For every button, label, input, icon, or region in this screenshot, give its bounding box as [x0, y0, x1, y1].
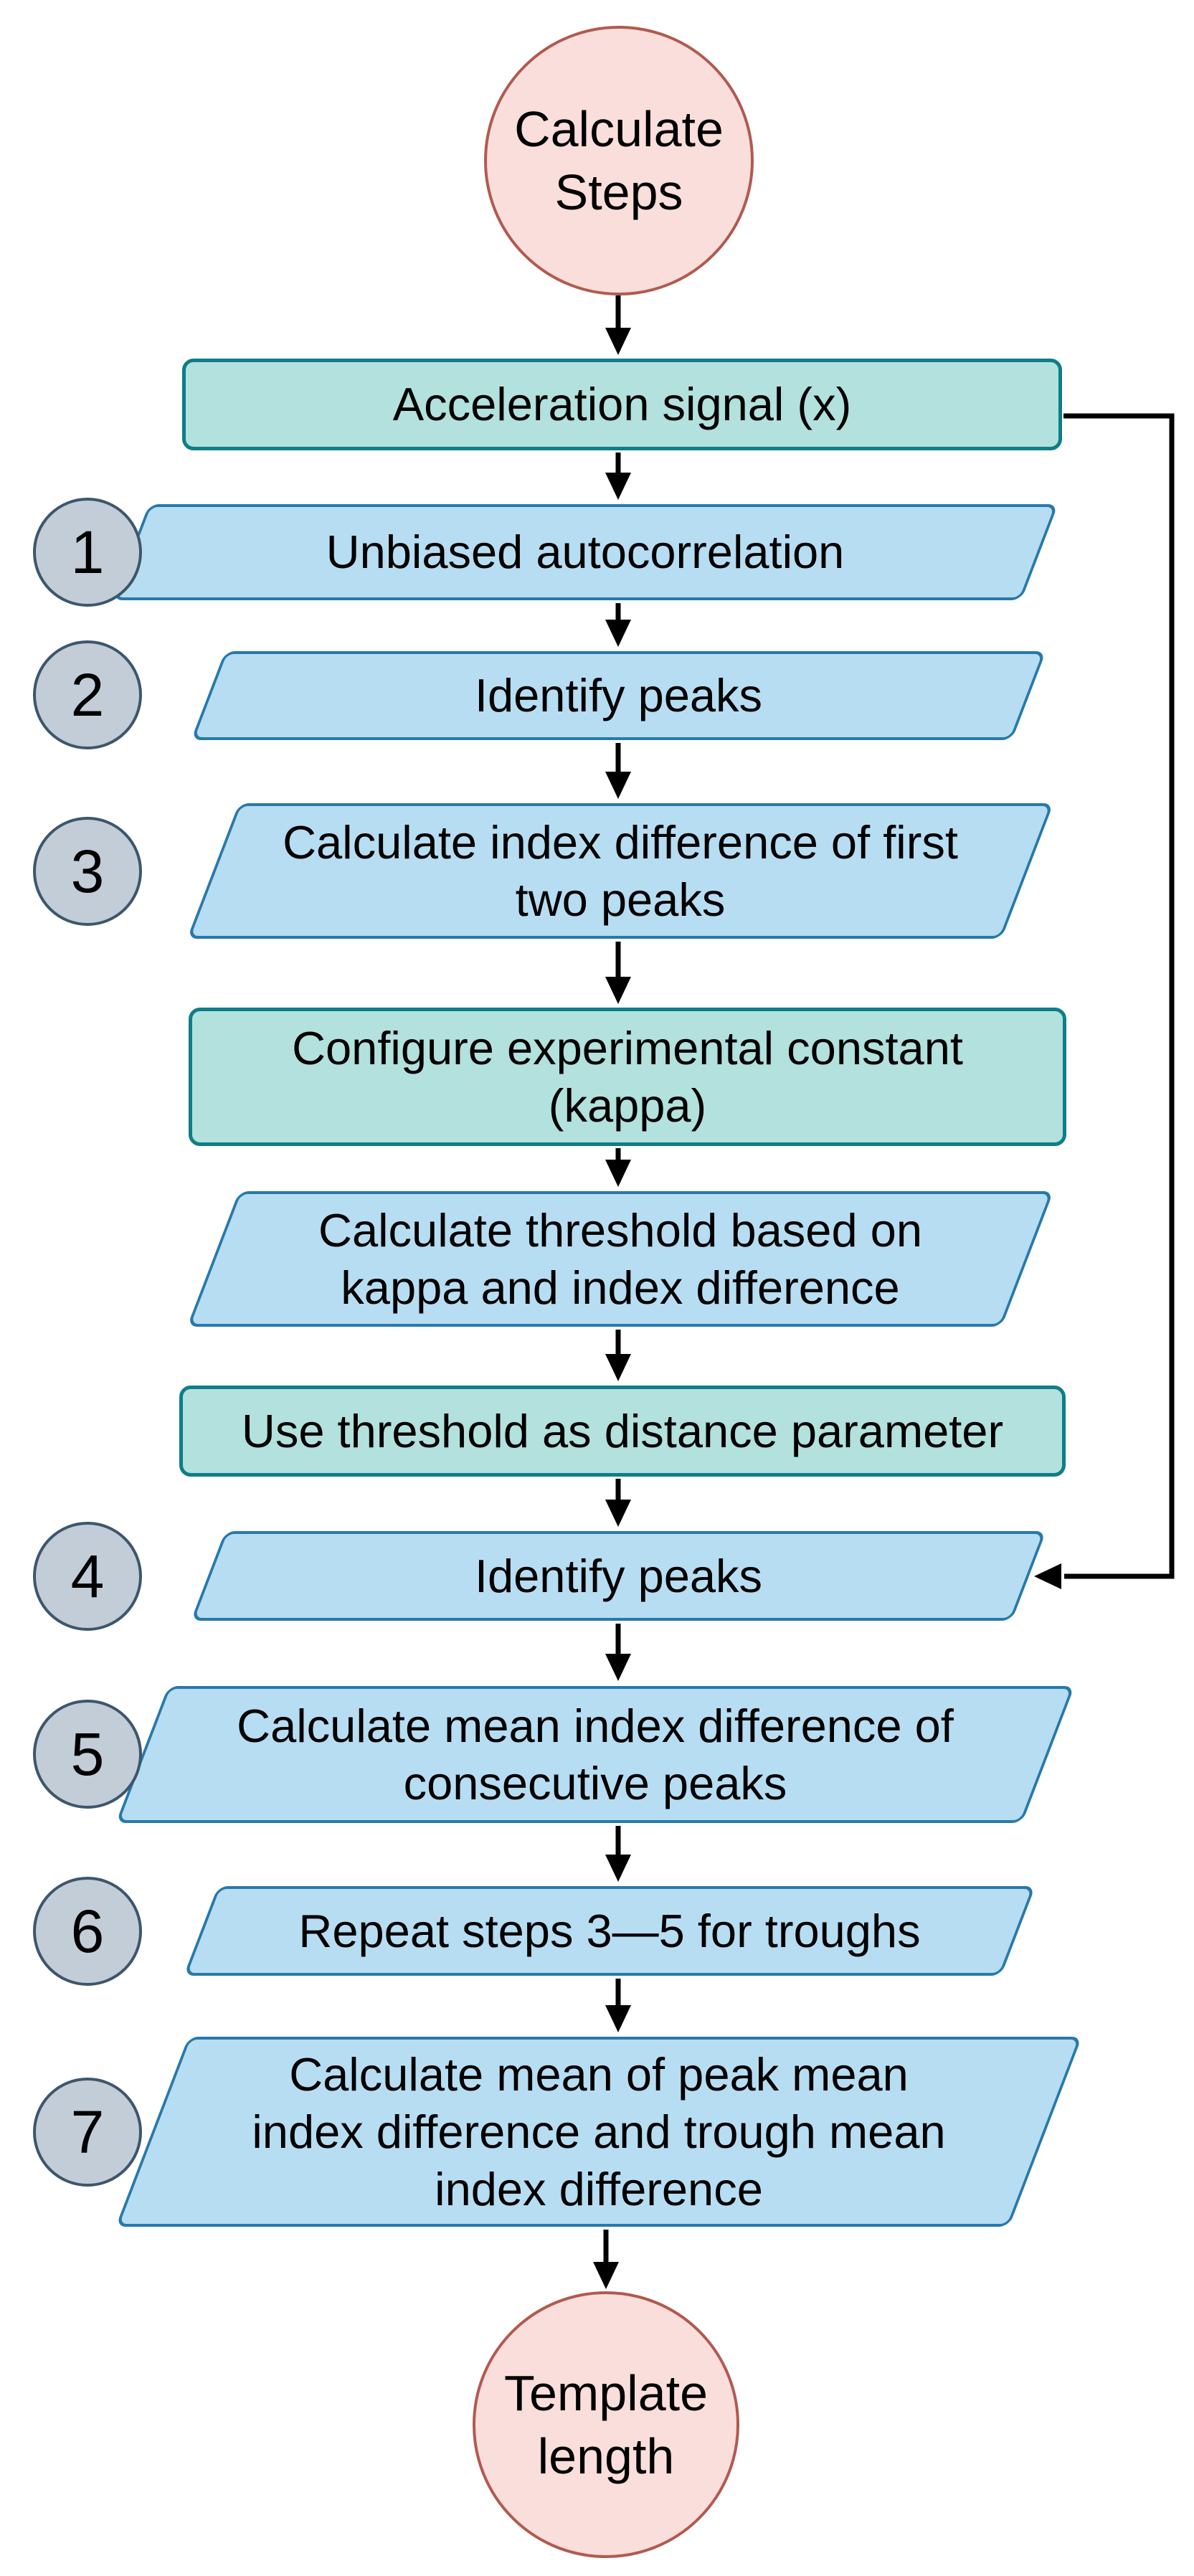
flow-arrow [593, 2230, 619, 2289]
label-line: kappa and index difference [341, 1261, 900, 1314]
node-label: Calculate mean of peak mean index differ… [115, 2035, 1083, 2229]
node-label: Acceleration signal (x) [181, 357, 1063, 452]
node-label: Unbiased autocorrelation [111, 502, 1059, 602]
label-line: Acceleration signal (x) [392, 378, 852, 430]
label-line: Configure experimental constant [292, 1021, 963, 1074]
terminal-label-line: Calculate [514, 101, 724, 157]
io-node-identify-peaks-first: Identify peaks [190, 649, 1047, 742]
node-label: Identify peaks [190, 649, 1047, 742]
label-line: index difference [435, 2162, 763, 2215]
step-number: 6 [70, 1897, 105, 1965]
label-line: Use threshold as distance parameter [241, 1404, 1004, 1457]
flow-arrow [605, 1826, 631, 1882]
label-line: (kappa) [548, 1079, 707, 1132]
step-badge-5: 5 [33, 1700, 142, 1809]
label-line: two peaks [515, 873, 726, 926]
step-number: 5 [70, 1720, 105, 1788]
flow-arrow [605, 942, 631, 1004]
label-line: Calculate mean index difference of [237, 1699, 954, 1752]
start-terminal: Calculate Steps [484, 26, 754, 295]
label-line: Identify peaks [474, 1549, 763, 1602]
io-node-calculate-threshold: Calculate threshold based on kappa and i… [186, 1189, 1054, 1329]
node-label: Calculate mean index difference of conse… [115, 1684, 1076, 1825]
flow-arrow [605, 295, 631, 355]
node-label: Configure experimental constant (kappa) [187, 1006, 1068, 1147]
step-number: 1 [70, 518, 105, 586]
label-line: index difference and trough mean [252, 2105, 946, 2158]
step-badge-3: 3 [33, 817, 142, 926]
node-label: Calculate threshold based on kappa and i… [186, 1189, 1054, 1329]
label-line: Unbiased autocorrelation [326, 526, 845, 578]
process-shape [179, 1386, 1066, 1477]
node-label: Repeat steps 3—5 for troughs [183, 1884, 1036, 1978]
label-line: Identify peaks [474, 669, 763, 721]
step-badge-7: 7 [33, 2078, 142, 2187]
step-number: 3 [70, 837, 105, 905]
flow-arrow [605, 1624, 631, 1681]
io-node-mean-index-difference-peaks: Calculate mean index difference of conse… [115, 1684, 1076, 1825]
step-number: 4 [70, 1542, 105, 1610]
flow-arrow [605, 1979, 631, 2032]
step-number: 7 [70, 2098, 105, 2166]
process-shape [182, 359, 1062, 450]
process-node-acceleration-signal: Acceleration signal (x) [181, 357, 1063, 452]
node-label: Use threshold as distance parameter [178, 1384, 1067, 1478]
process-node-configure-kappa: Configure experimental constant (kappa) [187, 1006, 1068, 1147]
flow-arrow [605, 1148, 631, 1187]
node-label: Calculate index difference of first two … [186, 801, 1054, 941]
flow-arrow [605, 603, 631, 647]
flow-arrow [605, 1330, 631, 1381]
io-node-repeat-for-troughs: Repeat steps 3—5 for troughs [183, 1884, 1036, 1978]
label-line: consecutive peaks [403, 1756, 787, 1809]
flow-arrow [605, 1479, 631, 1527]
end-terminal: Template length [473, 2291, 739, 2558]
node-label: Identify peaks [190, 1529, 1047, 1623]
io-node-index-difference-first-two: Calculate index difference of first two … [186, 801, 1054, 941]
step-badge-4: 4 [33, 1522, 142, 1631]
io-node-unbiased-autocorrelation: Unbiased autocorrelation [111, 502, 1059, 602]
io-node-identify-peaks-second: Identify peaks [190, 1529, 1047, 1623]
label-line: Calculate mean of peak mean [289, 2047, 909, 2101]
process-node-use-threshold: Use threshold as distance parameter [178, 1384, 1067, 1478]
process-shape [189, 1008, 1066, 1146]
terminal-label-line: Steps [554, 164, 683, 220]
label-line: Calculate index difference of first [283, 815, 958, 868]
step-badge-6: 6 [33, 1877, 142, 1986]
label-line: Repeat steps 3—5 for troughs [298, 1904, 921, 1957]
flow-arrow [605, 743, 631, 799]
flow-arrow [605, 453, 631, 500]
terminal-label-line: length [537, 2428, 675, 2484]
step-badge-1: 1 [33, 498, 142, 607]
step-number: 2 [70, 660, 105, 729]
io-node-mean-of-peak-and-trough-means: Calculate mean of peak mean index differ… [115, 2035, 1083, 2229]
label-line: Calculate threshold based on [318, 1203, 922, 1256]
step-badge-2: 2 [33, 640, 142, 749]
terminal-label-line: Template [503, 2365, 709, 2421]
